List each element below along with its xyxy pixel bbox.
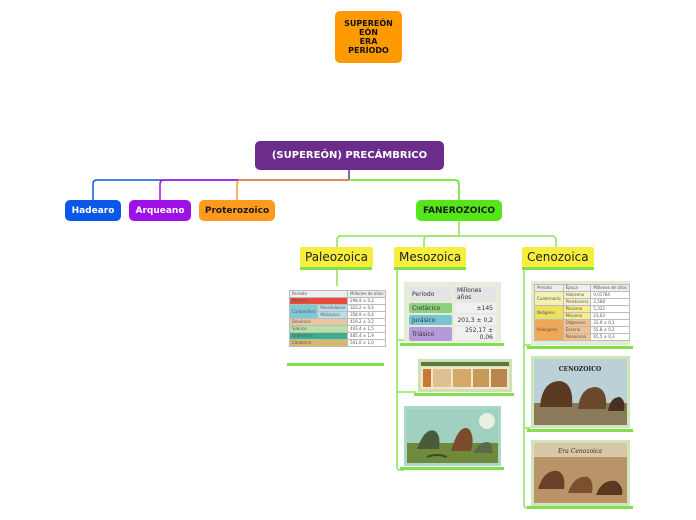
paleo-row-value: 323,2 ± 0,4 [347, 304, 387, 312]
legend-periodo: PERÍODO [348, 46, 389, 55]
ceno-row-epoca: Mioceno [562, 312, 592, 320]
ceno-row-value: 2,588 [590, 298, 630, 306]
paleo-row-value: 485,4 ± 1,9 [347, 332, 387, 340]
ceno-row-value: 5,332 [590, 305, 630, 313]
paleo-header-millones: Millones de años [347, 290, 387, 298]
ceno-row-epoca: Oligoceno [562, 319, 592, 327]
mesozoica-table: Período Millones años Cretácico ±145 Jur… [407, 285, 498, 343]
paleo-row-value: 541,0 ± 1,0 [347, 339, 387, 347]
paleo-row-sublabel: Pensilvánico [317, 304, 349, 312]
ceno-header-millones: Millones de años [590, 284, 630, 292]
meso-table-underline [400, 343, 504, 346]
paleo-row-value: 443,4 ± 1,5 [347, 325, 387, 333]
ceno-row-periodo: Cuaternario [534, 291, 564, 306]
meso-header-millones: Millones años [453, 287, 496, 301]
node-proterozoico[interactable]: Proterozoico [199, 200, 275, 221]
mesozoica-dinosaur-image[interactable] [404, 406, 501, 466]
meso-dino-underline [400, 467, 504, 470]
ceno-header-periodo: Período [534, 284, 564, 292]
paleo-header-periodo: Período [288, 290, 349, 298]
meso-row-value: 252,17 ± 0,06 [453, 327, 496, 341]
mesozoica-chart-image[interactable] [418, 359, 512, 392]
paleo-row-value: 298,9 ± 0,2 [347, 297, 387, 305]
paleo-row-label: Devónico [288, 318, 349, 326]
paleo-row-value: 358,9 ± 0,4 [347, 311, 387, 319]
era-cenozoica-graphic: Era Cenozoica [534, 443, 627, 503]
meso-row-label: Cretácico [409, 303, 452, 313]
node-fanerozoico[interactable]: FANEROZOICO [416, 200, 502, 221]
meso-row-value: 201,3 ± 0,2 [453, 315, 496, 325]
ceno-row-epoca: Pleistoceno [562, 298, 592, 306]
paleo-row-sublabel: Misisipico [317, 311, 349, 319]
ceno-row-epoca: Plioceno [562, 305, 592, 313]
era-cenozoica-image[interactable]: Era Cenozoica [531, 440, 630, 506]
node-cenozoica[interactable]: Cenozoica [522, 247, 594, 267]
meso-row-label: Triásico [409, 327, 452, 341]
ceno-row-value: 0,01784 [590, 291, 630, 299]
era-cenozoica-underline [527, 506, 633, 509]
paleo-image-underline [287, 363, 384, 366]
node-paleozoica[interactable]: Paleozoica [300, 247, 374, 267]
ceno-row-periodo: Neógeno [534, 305, 564, 320]
node-hadearo[interactable]: Hadearo [65, 200, 121, 221]
paleo-row-label: Carbonífero [288, 304, 319, 319]
mammoth-scene-graphic: CENOZOICO [534, 359, 627, 425]
paleozoica-underline [300, 267, 372, 270]
node-mesozoica[interactable]: Mesozoica [394, 247, 467, 267]
paleo-row-label: Pérmico [288, 297, 349, 305]
mesozoica-chart-graphic [421, 362, 509, 389]
ceno-table-underline [527, 346, 633, 349]
ceno-header-epoca: Época [562, 284, 592, 292]
legend-era: ERA [359, 37, 378, 46]
node-arqueano[interactable]: Arqueano [129, 200, 191, 221]
legend-eon: EÓN [359, 28, 378, 37]
dinosaur-scene-graphic [407, 409, 498, 463]
legend-box: SUPEREÓN EÓN ERA PERÍODO [335, 11, 402, 63]
meso-chart-underline [414, 393, 514, 396]
ceno-row-epoca: Paleoceno [562, 333, 592, 341]
ceno-row-epoca: Holoceno [562, 291, 592, 299]
ceno-row-value: 65,5 ± 0,3 [590, 333, 630, 341]
legend-supereon: SUPEREÓN [344, 19, 393, 28]
ceno-row-value: 23,03 [590, 312, 630, 320]
cenozoica-underline [522, 267, 594, 270]
cenozoico-mammoth-image[interactable]: CENOZOICO [531, 356, 630, 428]
ceno-row-value: 33,9 ± 0,1 [590, 319, 630, 327]
root-node-precambrico[interactable]: (SUPEREÓN) PRECÁMBRICO [255, 141, 444, 170]
ceno-row-periodo: Paleógeno [534, 319, 564, 341]
mesozoica-underline [394, 267, 466, 270]
era-cenozoica-image-title: Era Cenozoica [557, 448, 602, 455]
ceno-mammoth-underline [527, 429, 633, 432]
cenozoico-image-title: CENOZOICO [559, 366, 601, 373]
paleo-row-label: Ordovícico [288, 332, 349, 340]
cenozoica-table-image[interactable]: Período Época Millones de años Cuaternar… [531, 281, 630, 345]
meso-row-value: ±145 [453, 303, 496, 313]
mesozoica-table-image[interactable]: Período Millones años Cretácico ±145 Jur… [404, 282, 501, 342]
meso-row-label: Jurásico [409, 315, 452, 325]
paleo-row-label: Silúrico [288, 325, 349, 333]
meso-header-periodo: Período [409, 287, 452, 301]
cenozoica-table: Período Época Millones de años Cuaternar… [534, 284, 630, 341]
ceno-row-value: 55,8 ± 0,2 [590, 326, 630, 334]
ceno-row-epoca: Eoceno [562, 326, 592, 334]
paleo-row-value: 419,2 ± 3,2 [347, 318, 387, 326]
paleo-row-label: Cámbrico [288, 339, 349, 347]
